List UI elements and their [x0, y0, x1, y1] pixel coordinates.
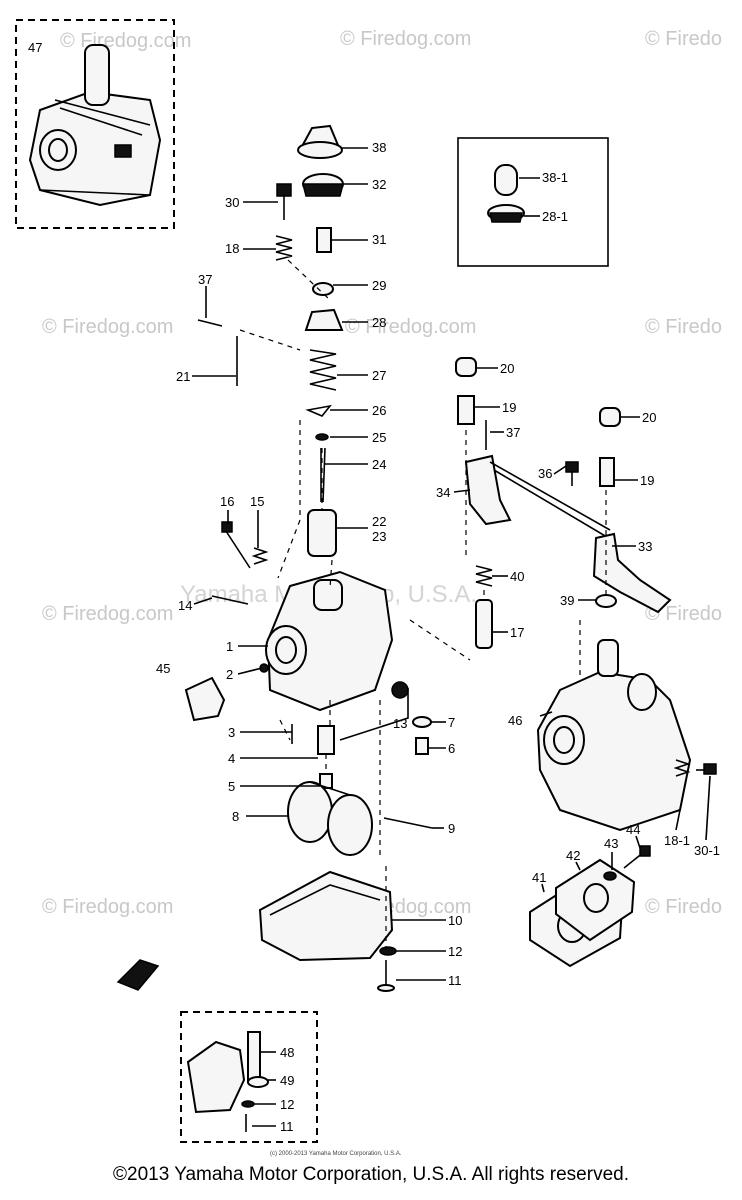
watermark: © Firedo	[645, 316, 722, 338]
part-label-28: 28	[372, 315, 386, 330]
part-label-20: 20	[500, 361, 514, 376]
part-label-9: 9	[448, 821, 455, 836]
copyright-footer: ©2013 Yamaha Motor Corporation, U.S.A. A…	[113, 1164, 629, 1185]
part-label-41: 41	[532, 870, 546, 885]
part-label-6: 6	[448, 741, 455, 756]
part-label-19: 19	[502, 400, 516, 415]
watermark: © Firedo	[645, 28, 722, 50]
part-label-37: 37	[198, 272, 212, 287]
part-label-39: 39	[560, 593, 574, 608]
part-label-34: 34	[436, 485, 450, 500]
part-label-33: 33	[638, 539, 652, 554]
part-label-31: 31	[372, 232, 386, 247]
part-label-36: 36	[538, 466, 552, 481]
part-label-32: 32	[372, 177, 386, 192]
part-label-18-1: 18-1	[664, 833, 690, 848]
part-label-17: 17	[510, 625, 524, 640]
part-label-44: 44	[626, 822, 640, 837]
part-label-13: 13	[393, 716, 407, 731]
part-label-47: 47	[28, 40, 42, 55]
part-label-21: 21	[176, 369, 190, 384]
part-label-3: 3	[228, 725, 235, 740]
watermark: © Firedo	[645, 896, 722, 918]
part-label-14: 14	[178, 598, 192, 613]
part-label-43: 43	[604, 836, 618, 851]
watermark-center-2: © Firedog.com	[345, 316, 476, 338]
part-label-27: 27	[372, 368, 386, 383]
part-label-48: 48	[280, 1045, 294, 1060]
part-label-38: 38	[372, 140, 386, 155]
watermark: © Firedog.com	[340, 28, 471, 50]
part-labels: 47 38 32 30 31 18 29 37 28 21 27 26 25 2…	[28, 40, 720, 1134]
part-label-30-1: 30-1	[694, 843, 720, 858]
inset-box-top-right	[457, 137, 609, 267]
part-label-20: 20	[642, 410, 656, 425]
part-label-12: 12	[448, 944, 462, 959]
inset-box-bottom	[180, 1011, 318, 1143]
part-label-2: 2	[226, 667, 233, 682]
part-label-24: 24	[372, 457, 386, 472]
part-label-38-1: 38-1	[542, 170, 568, 185]
part-label-8: 8	[232, 809, 239, 824]
copyright-small: (c) 2000-2013 Yamaha Motor Corporation, …	[270, 1151, 402, 1157]
part-label-45: 45	[156, 661, 170, 676]
watermark: © Firedog.com	[42, 603, 173, 625]
part-label-18: 18	[225, 241, 239, 256]
part-label-19: 19	[640, 473, 654, 488]
part-label-5: 5	[228, 779, 235, 794]
part-label-28-1: 28-1	[542, 209, 568, 224]
watermark: © Firedog.com	[42, 316, 173, 338]
part-label-26: 26	[372, 403, 386, 418]
part-label-25: 25	[372, 430, 386, 445]
part-label-15: 15	[250, 494, 264, 509]
part-label-40: 40	[510, 569, 524, 584]
part-label-11: 11	[280, 1119, 294, 1134]
part-label-4: 4	[228, 751, 235, 766]
part-label-22: 22	[372, 514, 386, 529]
right-parts-group	[453, 357, 717, 968]
inset-box-top-left	[15, 19, 175, 229]
part-label-30: 30	[225, 195, 239, 210]
part-label-7: 7	[448, 715, 455, 730]
part-label-37: 37	[506, 425, 520, 440]
watermark: © Firedog.com	[42, 896, 173, 918]
watermark: © Firedo	[645, 603, 722, 625]
part-label-16: 16	[220, 494, 234, 509]
watermark: © Firedog.com	[60, 30, 191, 52]
part-label-49: 49	[280, 1073, 294, 1088]
part-label-23: 23	[372, 529, 386, 544]
part-label-29: 29	[372, 278, 386, 293]
central-parts-stack	[116, 124, 471, 992]
part-label-42: 42	[566, 848, 580, 863]
part-label-12: 12	[280, 1097, 294, 1112]
part-label-1: 1	[226, 639, 233, 654]
part-label-46: 46	[508, 713, 522, 728]
part-label-11: 11	[448, 973, 462, 988]
part-label-10: 10	[448, 913, 462, 928]
